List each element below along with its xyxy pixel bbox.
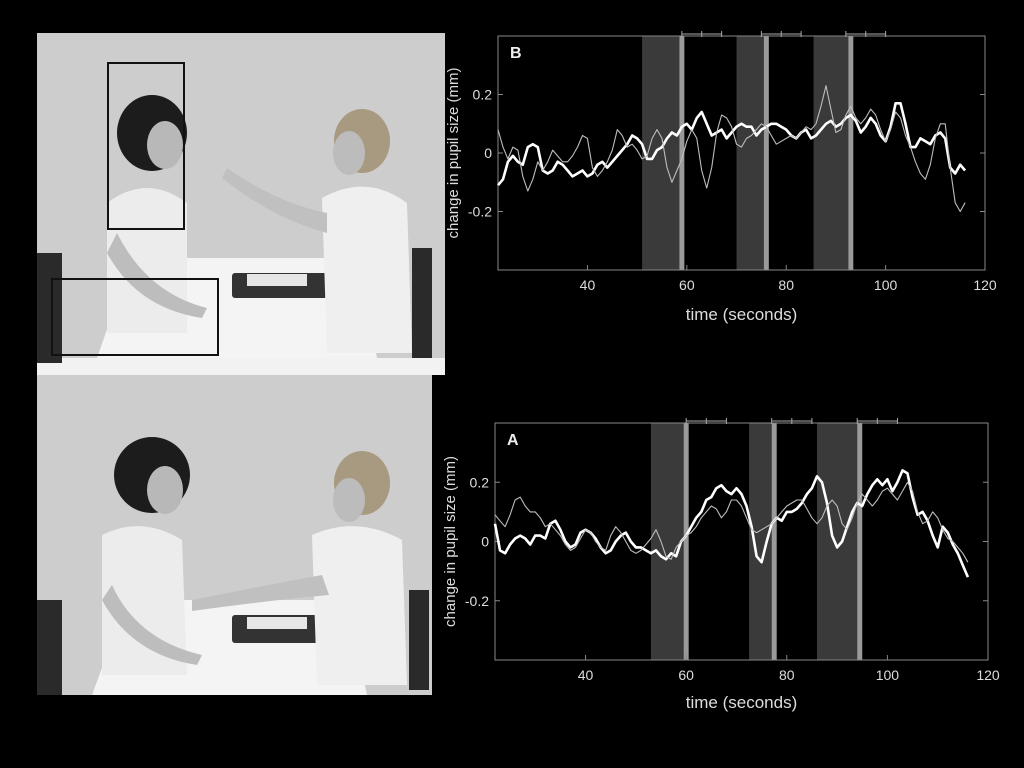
y-tick-label: -0.2 bbox=[465, 593, 489, 609]
shaded-band-dark bbox=[650, 423, 684, 660]
shaded-band-light bbox=[857, 423, 863, 660]
x-tick-label: 60 bbox=[679, 277, 695, 293]
y-tick-label: -0.2 bbox=[468, 204, 492, 220]
x-tick-label: 40 bbox=[580, 277, 596, 293]
x-tick-label: 80 bbox=[779, 667, 795, 683]
x-tick-label: 100 bbox=[876, 667, 900, 683]
photo-top-illustration bbox=[37, 33, 445, 375]
shaded-band-light bbox=[679, 36, 685, 270]
shaded-band-light bbox=[848, 36, 854, 270]
shaded-band-light bbox=[763, 36, 769, 270]
y-tick-label: 0.2 bbox=[470, 474, 490, 490]
x-tick-label: 60 bbox=[678, 667, 694, 683]
x-tick-label: 80 bbox=[778, 277, 794, 293]
y-axis-label: change in pupil size (mm) bbox=[445, 68, 462, 239]
photo-top-feeding-scene bbox=[37, 33, 445, 375]
x-axis-label: time (seconds) bbox=[686, 305, 797, 324]
shaded-band-light bbox=[771, 423, 777, 660]
panel-label: B bbox=[510, 45, 522, 62]
x-axis-label: time (seconds) bbox=[686, 693, 797, 712]
shaded-band-dark bbox=[816, 423, 858, 660]
x-tick-label: 100 bbox=[874, 277, 898, 293]
y-tick-label: 0 bbox=[481, 534, 489, 550]
plot-area bbox=[495, 423, 988, 660]
y-tick-label: 0.2 bbox=[473, 87, 493, 103]
x-tick-label: 120 bbox=[973, 277, 997, 293]
photo-bottom-reaching-scene bbox=[37, 375, 432, 695]
photo-bottom-illustration bbox=[37, 375, 432, 695]
y-axis-label: change in pupil size (mm) bbox=[442, 456, 459, 627]
x-tick-label: 120 bbox=[976, 667, 1000, 683]
x-tick-label: 40 bbox=[578, 667, 594, 683]
panel-label: A bbox=[507, 432, 519, 449]
shaded-band-light bbox=[683, 423, 689, 660]
shaded-band-dark bbox=[736, 36, 764, 270]
shaded-band-dark bbox=[813, 36, 849, 270]
series-line-thin bbox=[497, 85, 966, 213]
series-line-thick bbox=[493, 469, 970, 578]
shaded-band-dark bbox=[749, 423, 772, 660]
y-tick-label: 0 bbox=[484, 145, 492, 161]
series-line-thin bbox=[494, 481, 969, 563]
